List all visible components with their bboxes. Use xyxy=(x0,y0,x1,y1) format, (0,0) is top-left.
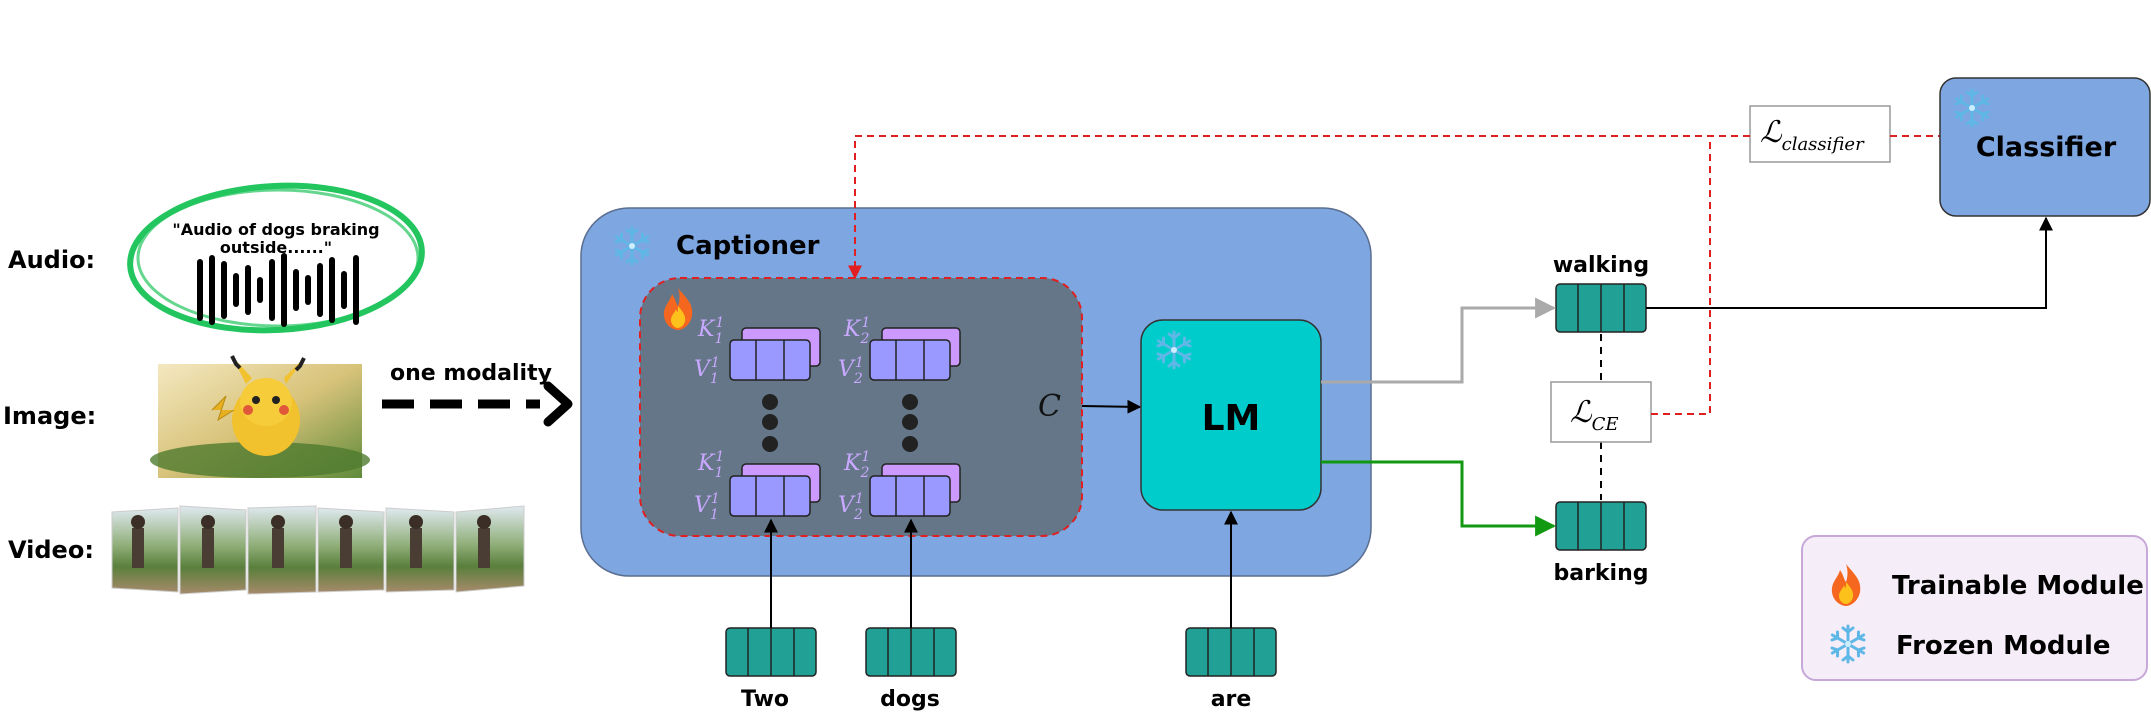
pikachu-image xyxy=(150,355,370,478)
audio-caption-line2: outside......" xyxy=(220,238,332,257)
lm-to-barking-arrow xyxy=(1321,460,1557,537)
walking-to-classifier-arrow xyxy=(1646,216,2053,309)
captioner-title: Captioner xyxy=(676,231,820,261)
k1-label-top: K11 xyxy=(697,315,724,347)
k1-label-bottom: K11 xyxy=(697,449,724,481)
v2-label-top: V21 xyxy=(838,355,864,387)
k2-label-bottom: K21 xyxy=(843,449,870,481)
lm-to-walking-arrow xyxy=(1321,297,1557,384)
token-two xyxy=(725,627,817,677)
v1-label-top: V11 xyxy=(694,355,720,387)
ce-loss-box xyxy=(1550,381,1652,443)
token-barking xyxy=(1555,501,1647,551)
token-two-label: Two xyxy=(741,687,789,712)
token-walking xyxy=(1555,283,1647,333)
kv-block-bottom-left xyxy=(729,463,821,517)
kv-block-top-right xyxy=(869,327,961,381)
kv-ellipsis-dots xyxy=(762,394,918,452)
legend-frozen-label: Frozen Module xyxy=(1896,631,2111,661)
video-label: Video: xyxy=(8,536,94,564)
token-dogs-label: dogs xyxy=(880,687,940,712)
v1-label-bottom: V11 xyxy=(694,491,720,523)
legend-box xyxy=(1801,535,2148,681)
token-are xyxy=(1185,627,1277,677)
one-modality-label: one modality xyxy=(390,361,552,386)
kv-block-bottom-right xyxy=(869,463,961,517)
token-are-label: are xyxy=(1211,687,1252,712)
lm-box xyxy=(1140,319,1322,511)
image-label: Image: xyxy=(3,402,96,430)
video-frames xyxy=(111,505,525,595)
ce-loss-label: ℒCE xyxy=(1570,395,1619,435)
waveform-icon xyxy=(197,253,359,327)
classifier-box xyxy=(1939,77,2151,217)
classifier-label: Classifier xyxy=(1976,132,2117,163)
token-walking-label: walking xyxy=(1553,253,1649,278)
ce-loss-feedback-link xyxy=(1651,136,1711,415)
c-to-lm-arrow xyxy=(1081,399,1142,414)
token-dogs xyxy=(865,627,957,677)
classifier-loss-box xyxy=(1749,105,1891,163)
classifier-loss-label: ℒclassifier xyxy=(1760,115,1865,155)
kv-block-top-left xyxy=(729,327,821,381)
one-modality-arrowhead-icon xyxy=(543,381,573,427)
v2-label-bottom: V21 xyxy=(838,491,864,523)
token-barking-label: barking xyxy=(1553,561,1648,586)
audio-label: Audio: xyxy=(8,246,95,274)
k2-label-top: K21 xyxy=(843,315,870,347)
legend-trainable-label: Trainable Module xyxy=(1892,571,2144,601)
classifier-loss-feedback-arrow xyxy=(848,135,1750,280)
c-label: C xyxy=(1038,389,1061,424)
audio-caption-line1: "Audio of dogs braking xyxy=(172,220,379,239)
lm-label: LM xyxy=(1202,398,1261,439)
audio-waveform-group: "Audio of dogs braking outside......" xyxy=(127,182,425,334)
